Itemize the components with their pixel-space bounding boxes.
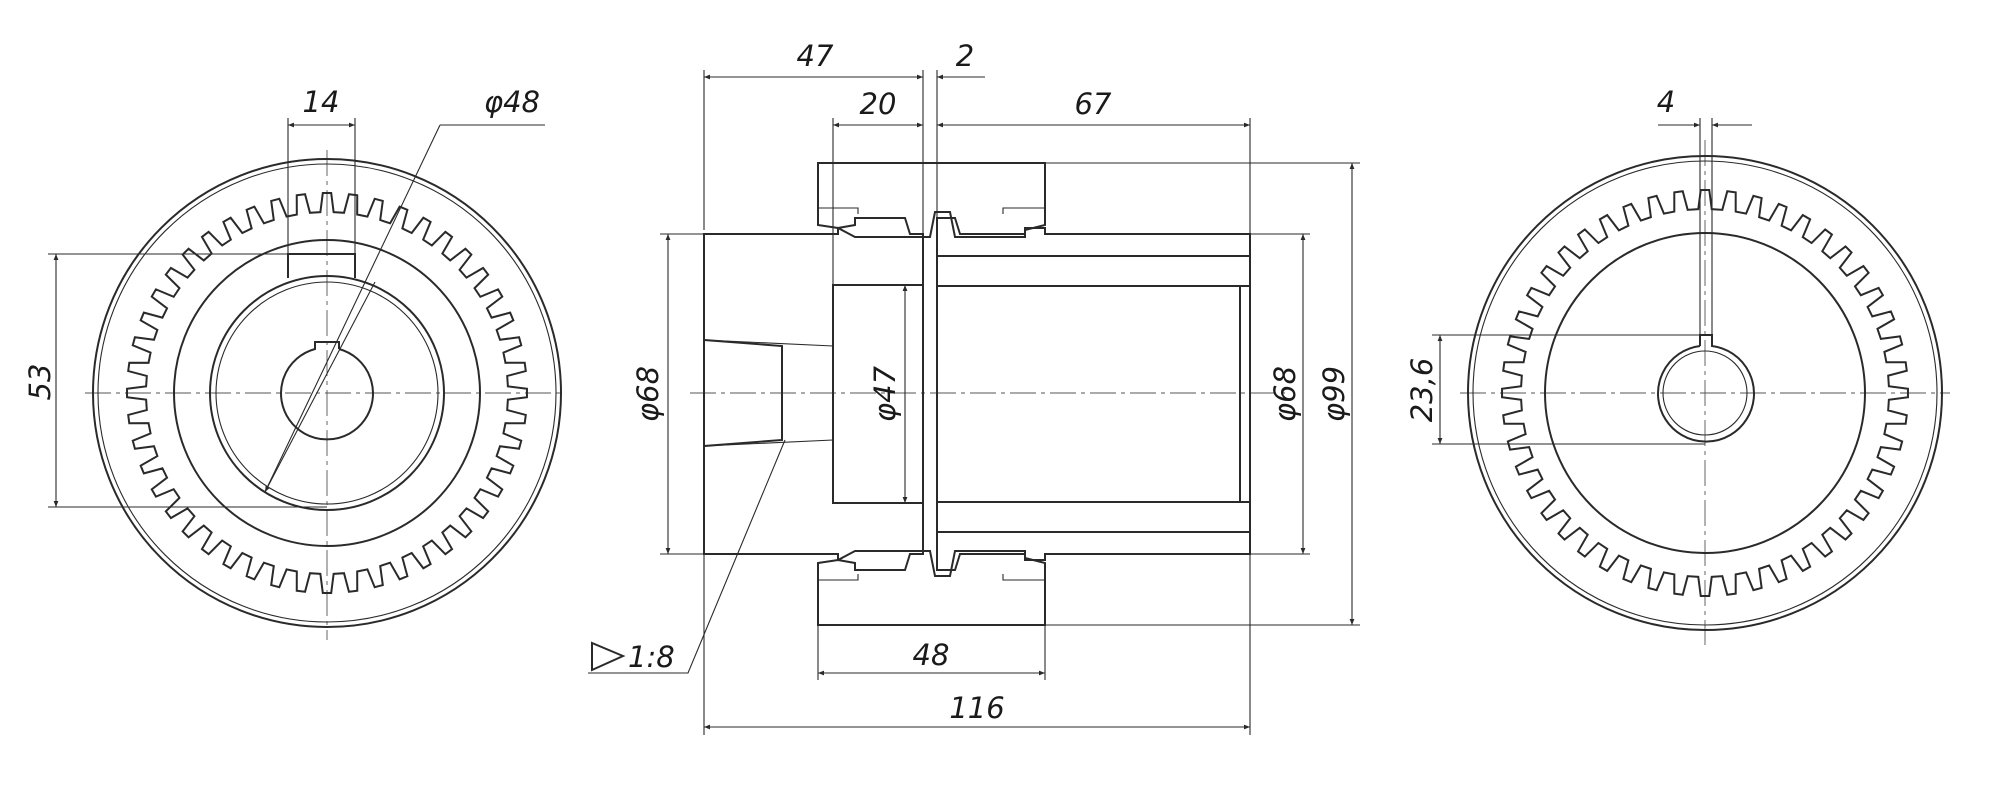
gear-teeth-left	[126, 192, 528, 594]
gear-teeth-right	[1501, 189, 1909, 597]
dim-gap: 2	[956, 39, 974, 73]
dim-overall-length: 116	[949, 691, 1004, 725]
dim-key-width-left: 14	[303, 85, 340, 119]
coupling-section	[690, 162, 1290, 626]
dim-sleeve-length: 48	[913, 638, 950, 672]
dimension-lines	[48, 70, 1752, 735]
right-end-view	[1460, 140, 1950, 645]
dim-other-half-length: 67	[1075, 87, 1112, 121]
dim-bore-right: φ68	[1268, 366, 1302, 422]
dim-key-width-right: 4	[1657, 85, 1675, 119]
dim-outer-diameter: φ99	[1317, 366, 1351, 422]
dim-bush-length: 20	[860, 87, 897, 121]
dim-key-height-left: 53	[23, 364, 57, 401]
left-end-view	[85, 150, 562, 640]
dim-key-height-right: 23,6	[1405, 358, 1439, 423]
dim-bore-left: φ68	[631, 366, 665, 422]
dim-half-length: 47	[797, 39, 834, 73]
dim-bore-diameter-left: φ48	[484, 85, 540, 119]
dimension-labels: 14 φ48 53 47 2 20 67 φ68 φ47 φ68 φ99 48 …	[23, 39, 1675, 725]
dim-taper: 1:8	[628, 640, 675, 674]
dim-inner-bore: φ47	[868, 365, 902, 422]
